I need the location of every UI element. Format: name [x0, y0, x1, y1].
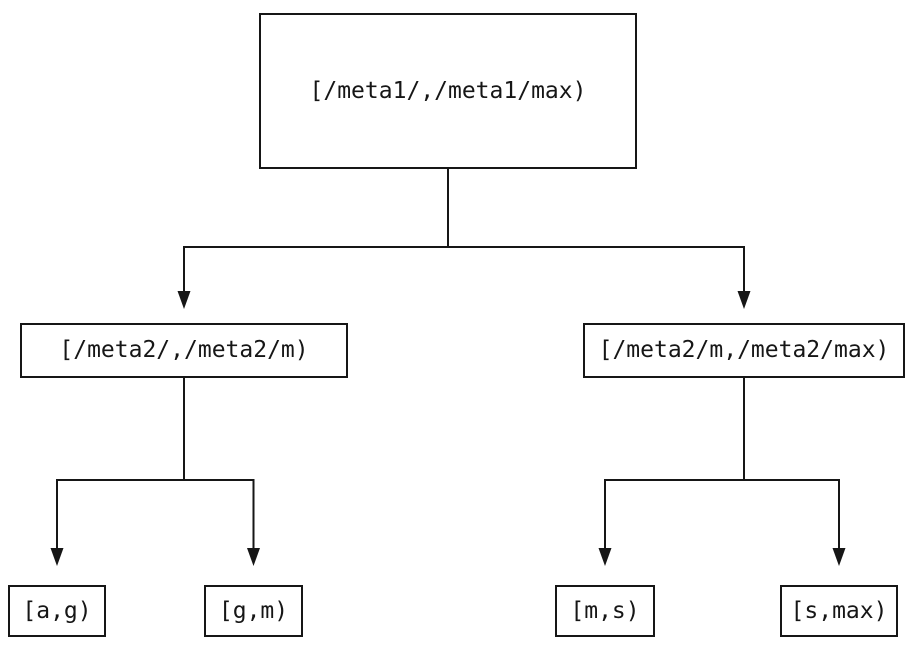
arrowhead-down-icon: [247, 548, 260, 566]
tree-node-right-left-label: [m,s): [570, 597, 640, 624]
arrowhead-down-icon: [50, 548, 64, 566]
edge-left-to-left-right: [183, 378, 255, 548]
arrowhead-down-icon: [177, 291, 191, 309]
tree-node-right-right-label: [s,max): [790, 597, 888, 624]
arrowhead-down-icon: [737, 291, 751, 309]
edge-root-to-right: [447, 169, 745, 291]
edge-left-to-left-left: [56, 378, 185, 548]
edge-right-to-right-left: [604, 378, 745, 548]
tree-node-root-label: [/meta1/,/meta1/max): [309, 77, 587, 104]
tree-node-right-right: [s,max): [780, 585, 898, 637]
tree-node-left: [/meta2/,/meta2/m): [20, 323, 348, 378]
arrowhead-down-icon: [598, 548, 612, 566]
tree-node-right-label: [/meta2/m,/meta2/max): [598, 337, 890, 363]
tree-node-left-label: [/meta2/,/meta2/m): [59, 337, 309, 363]
tree-node-left-right-label: [g,m): [218, 597, 289, 624]
arrowhead-down-icon: [832, 548, 846, 566]
tree-node-root: [/meta1/,/meta1/max): [259, 13, 637, 169]
tree-node-right-left: [m,s): [555, 585, 655, 637]
tree-node-right: [/meta2/m,/meta2/max): [583, 323, 905, 378]
tree-node-left-left-label: [a,g): [22, 597, 92, 624]
edge-right-to-right-right: [743, 378, 840, 548]
tree-node-left-right: [g,m): [204, 585, 303, 637]
edge-root-to-left: [183, 169, 449, 291]
tree-node-left-left: [a,g): [8, 585, 106, 637]
